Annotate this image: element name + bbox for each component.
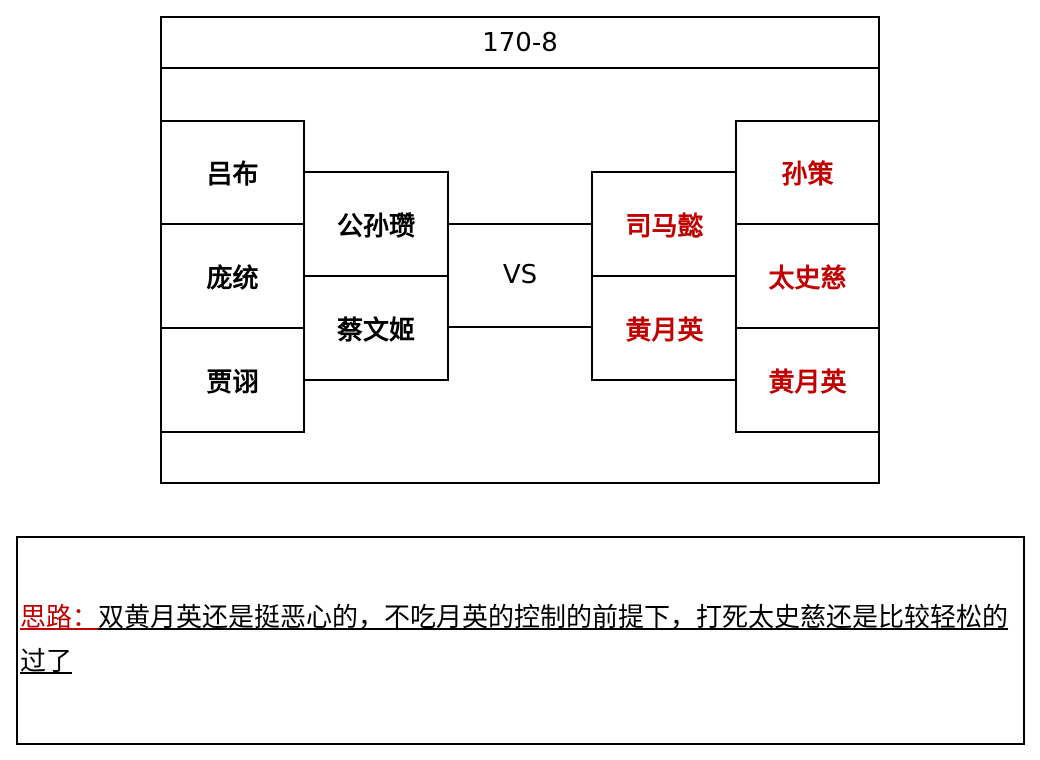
vs-label: VS [502,260,538,290]
connector-line-bottom [446,326,594,328]
right-hero-1: 孙策 [735,120,880,225]
left-pair-hero-1: 公孙瓒 [303,171,449,277]
left-hero-3: 贾诩 [160,327,305,433]
left-hero-2: 庞统 [160,223,305,329]
right-pair-hero-2: 黄月英 [591,275,738,381]
right-hero-3: 黄月英 [735,327,880,433]
right-hero-2: 太史慈 [735,223,880,329]
left-pair-hero-2: 蔡文姬 [303,275,449,381]
connector-line-top [446,223,594,225]
note-box [16,536,1025,745]
strategy-note: 思路：双黄月英还是挺恶心的，不吃月英的控制的前提下，打死太史慈还是比较轻松的过了 [20,596,1010,684]
note-label: 思路： [20,603,99,633]
right-pair-hero-1: 司马懿 [591,171,738,277]
stage-title: 170-8 [160,16,880,69]
note-text: 双黄月英还是挺恶心的，不吃月英的控制的前提下，打死太史慈还是比较轻松的过了 [20,603,1009,677]
left-hero-1: 吕布 [160,120,305,225]
